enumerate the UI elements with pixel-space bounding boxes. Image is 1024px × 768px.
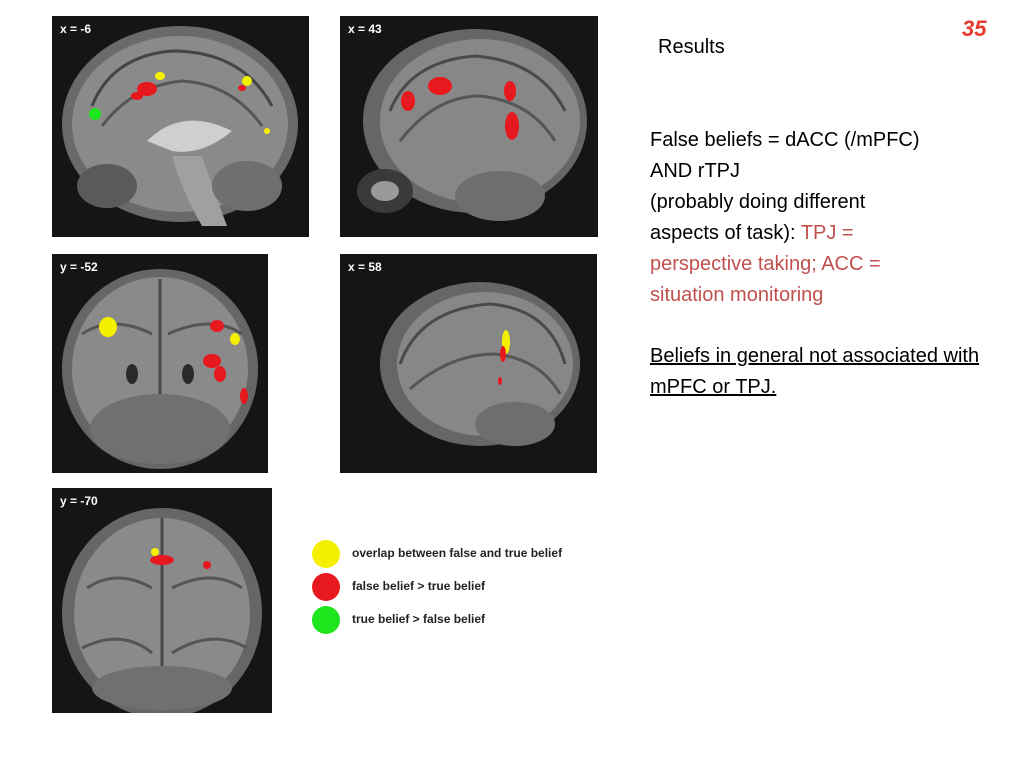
activation-green-blob xyxy=(89,108,101,120)
activation-yellow-blob xyxy=(242,76,252,86)
brain-image xyxy=(52,488,272,713)
legend-label: false belief > true belief xyxy=(352,579,486,593)
scan-coordinate-label: x = 58 xyxy=(348,260,382,274)
findings-highlight: perspective taking; ACC = xyxy=(650,253,881,275)
brain-scan-sagittal-lateral: x = 58 xyxy=(340,254,597,473)
legend-item-overlap: overlap between false and true belief xyxy=(312,540,612,573)
brain-image xyxy=(52,254,268,473)
section-title: Results xyxy=(658,36,725,58)
activation-red-blob xyxy=(500,346,506,362)
green-dot-icon xyxy=(312,606,340,634)
activation-red-blob xyxy=(498,377,502,385)
findings-highlight: situation monitoring xyxy=(650,284,824,306)
activation-red-blob xyxy=(401,77,452,111)
activation-red-blob xyxy=(131,82,157,100)
activation-red-blob xyxy=(238,85,246,91)
brain-scan-sagittal-right: x = 43 xyxy=(340,16,598,237)
brain-scan-coronal-posterior: y = -52 xyxy=(52,254,268,473)
activation-yellow-blob xyxy=(151,548,159,556)
brain-image xyxy=(340,254,597,473)
brain-scan-coronal-occipital: y = -70 xyxy=(52,488,272,713)
findings-paragraph: False beliefs = dACC (/mPFC) AND rTPJ (p… xyxy=(650,125,1000,311)
findings-text: aspects of task): xyxy=(650,222,801,244)
scan-coordinate-label: y = -52 xyxy=(60,260,98,274)
legend-item-true-belief: true belief > false belief xyxy=(312,606,612,639)
findings-line: False beliefs = dACC (/mPFC) xyxy=(650,129,920,151)
scan-coordinate-label: y = -70 xyxy=(60,494,98,508)
findings-line: aspects of task): TPJ = xyxy=(650,218,1000,249)
scan-coordinate-label: x = 43 xyxy=(348,22,382,36)
yellow-dot-icon xyxy=(312,540,340,568)
activation-yellow-blob xyxy=(155,72,165,80)
findings-line: AND rTPJ xyxy=(650,160,740,182)
activation-red-blob xyxy=(504,81,519,140)
activation-yellow-blob xyxy=(230,333,240,345)
activation-legend: overlap between false and true belief fa… xyxy=(312,540,612,639)
brain-image xyxy=(340,16,598,237)
legend-label: true belief > false belief xyxy=(352,612,486,626)
conclusion-paragraph: Beliefs in general not associated with m… xyxy=(650,345,980,398)
brain-scan-sagittal-medial: x = -6 xyxy=(52,16,309,237)
legend-label: overlap between false and true belief xyxy=(352,546,563,560)
brain-image xyxy=(52,16,309,237)
findings-line: (probably doing different xyxy=(650,191,866,213)
activation-red-blob xyxy=(150,555,211,569)
legend-item-false-belief: false belief > true belief xyxy=(312,573,612,606)
red-dot-icon xyxy=(312,573,340,601)
activation-red-blob xyxy=(203,320,248,404)
scan-coordinate-label: x = -6 xyxy=(60,22,92,36)
page-number: 35 xyxy=(962,16,987,41)
activation-yellow-blob xyxy=(264,128,270,134)
findings-highlight: TPJ = xyxy=(800,222,854,244)
activation-yellow-blob xyxy=(99,317,117,337)
